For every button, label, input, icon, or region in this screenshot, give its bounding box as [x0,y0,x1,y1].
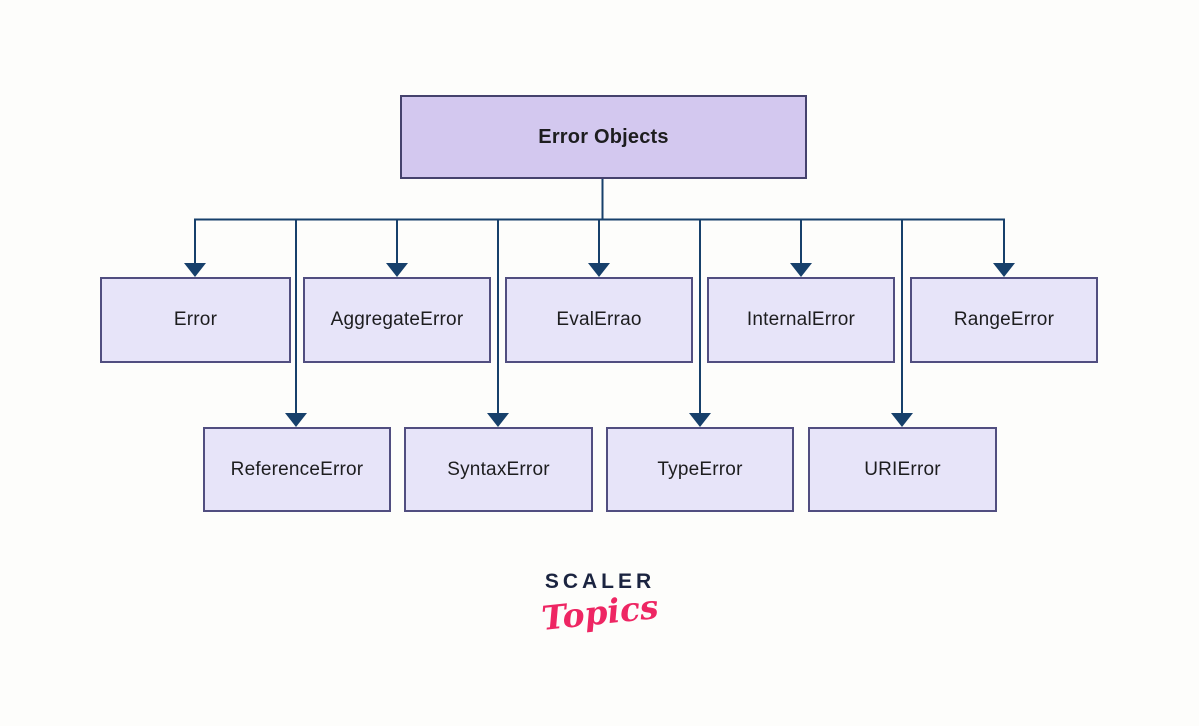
arrowhead-icon [386,263,408,277]
node-syntaxerror: SyntaxError [404,427,593,512]
logo-product-text: Topics [539,586,661,639]
node-internalerror: InternalError [707,277,895,363]
node-rangeerror: RangeError [910,277,1098,363]
arrowhead-icon [993,263,1015,277]
arrowhead-icon [891,413,913,427]
arrowhead-icon [285,413,307,427]
scaler-topics-logo: SCALER Topics [514,570,686,638]
arrowhead-icon [487,413,509,427]
node-aggregateerror: AggregateError [303,277,491,363]
arrowhead-icon [790,263,812,277]
arrowhead-icon [588,263,610,277]
node-urierror: URIError [808,427,997,512]
node-error-objects: Error Objects [400,95,807,179]
logo-brand-text: SCALER [544,570,656,593]
node-evalerror: EvalErrao [505,277,693,363]
node-referenceerror: ReferenceError [203,427,391,512]
node-error: Error [100,277,291,363]
node-typeerror: TypeError [606,427,794,512]
arrowhead-icon [689,413,711,427]
arrowhead-icon [184,263,206,277]
